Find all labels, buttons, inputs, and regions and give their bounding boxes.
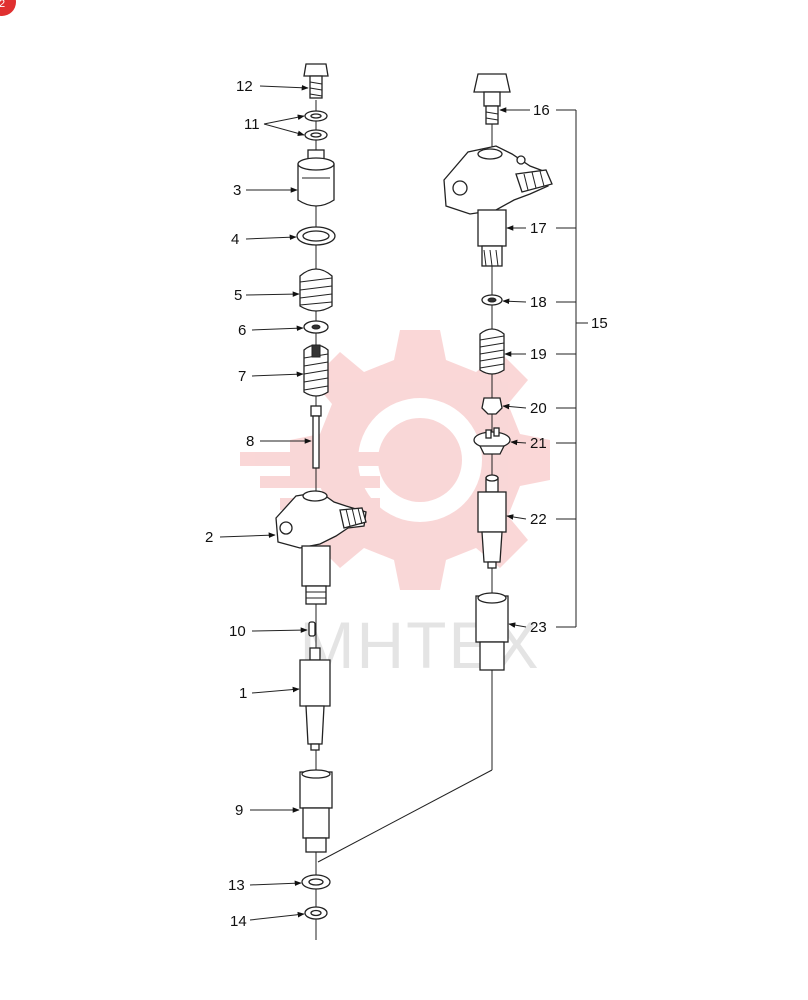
label-11: 11	[244, 116, 260, 133]
right-assembly	[317, 73, 588, 863]
part-21-spacer	[473, 427, 511, 455]
part-13-washer	[301, 874, 331, 890]
part-5-spring-cap	[299, 268, 333, 312]
label-15: 15	[591, 315, 608, 332]
part-1-nozzle	[299, 647, 331, 751]
part-14-washer	[304, 906, 328, 920]
label-18: 18	[530, 294, 547, 311]
callout-labels: 12 11 3 4 5 6 7 8 2 10 1 9 13 14 16 17 1…	[205, 78, 608, 930]
label-12: 12	[236, 78, 253, 95]
part-16-bolt	[473, 73, 511, 125]
label-14: 14	[230, 913, 247, 930]
page-badge: 2	[0, 0, 16, 16]
label-9: 9	[235, 802, 243, 819]
label-4: 4	[231, 231, 239, 248]
label-8: 8	[246, 433, 254, 450]
part-9-nozzle-nut	[299, 769, 333, 853]
part-17-holder-body	[443, 145, 553, 267]
label-2: 2	[205, 529, 213, 546]
part-3-nut	[297, 149, 335, 207]
page-badge-label: 2	[0, 0, 5, 10]
part-2-holder-body	[275, 490, 367, 605]
label-5: 5	[234, 287, 242, 304]
part-23-nozzle-nut	[475, 592, 509, 671]
label-16: 16	[533, 102, 550, 119]
part-19-spring	[479, 328, 505, 375]
label-3: 3	[233, 182, 241, 199]
label-6: 6	[238, 322, 246, 339]
label-13: 13	[228, 877, 245, 894]
part-11-washers	[304, 110, 328, 141]
part-18-washer	[481, 294, 503, 306]
part-8-push-rod	[310, 405, 322, 469]
label-21: 21	[530, 435, 547, 452]
part-20-valve	[481, 397, 503, 415]
part-10-pin	[308, 621, 316, 637]
leader-lines	[219, 84, 530, 921]
label-7: 7	[238, 368, 246, 385]
part-4-gasket	[296, 226, 336, 246]
label-23: 23	[530, 619, 547, 636]
left-assembly	[275, 63, 367, 940]
label-1: 1	[239, 685, 247, 702]
label-17: 17	[530, 220, 547, 237]
label-19: 19	[530, 346, 547, 363]
label-20: 20	[530, 400, 547, 417]
part-6-washer	[303, 320, 329, 334]
label-10: 10	[229, 623, 246, 640]
part-22-nozzle	[477, 474, 507, 569]
label-22: 22	[530, 511, 547, 528]
part-7-spring	[303, 344, 329, 397]
part-12-bolt	[303, 63, 329, 99]
bracket-15	[556, 109, 588, 628]
